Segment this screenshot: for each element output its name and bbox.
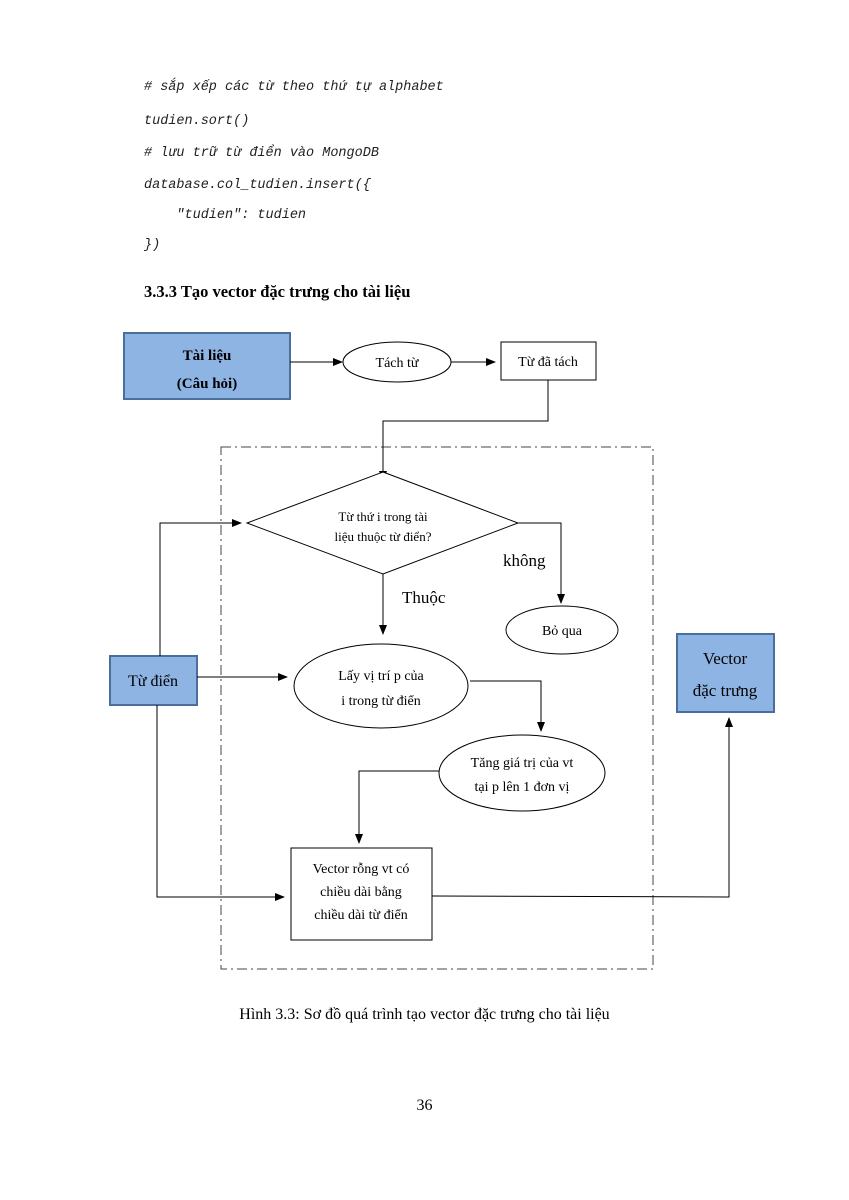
vector-rong-box: Vector rỗng vt có chiều dài bằng chiều d…: [290, 847, 433, 941]
thuoc-label: Thuộc: [402, 588, 446, 607]
code-line-5: "tudien": tudien: [144, 208, 307, 223]
tach-tu-label: Tách từ: [376, 356, 419, 371]
vector-rong-line2: chiều dài bằng: [320, 885, 402, 900]
tang-gia-tri-ellipse: Tăng giá trị của vt tại p lên 1 đơn vị: [438, 734, 606, 812]
code-line-6: }): [144, 238, 161, 253]
tu-dien-label: Từ điển: [128, 673, 178, 690]
tu-da-tach-box: Từ đã tách: [500, 341, 597, 381]
tai-lieu-sublabel: (Câu hỏi): [177, 376, 237, 392]
figure-caption: Hình 3.3: Sơ đồ quá trình tạo vector đặc…: [239, 1006, 610, 1023]
decision-label-line1: Từ thứ i trong tài: [338, 509, 428, 524]
lay-vi-tri-line1: Lấy vị trí p của: [338, 669, 424, 684]
tang-gia-tri-line1: Tăng giá trị của vt: [471, 756, 574, 771]
bo-qua-ellipse: Bỏ qua: [505, 605, 619, 655]
khong-label: không: [503, 551, 546, 570]
vector-rong-line3: chiều dài từ điển: [314, 908, 408, 923]
code-line-4: database.col_tudien.insert({: [144, 178, 371, 193]
tang-gia-tri-line2: tại p lên 1 đơn vị: [475, 780, 570, 795]
code-line-2: tudien.sort(): [144, 114, 250, 129]
page-number: 36: [416, 1097, 433, 1114]
lay-vi-tri-line2: i trong từ điển: [341, 694, 421, 709]
tach-tu-ellipse: Tách từ: [342, 341, 452, 383]
lay-vi-tri-ellipse: Lấy vị trí p của i trong từ điển: [293, 643, 469, 729]
code-line-1: # sắp xếp các từ theo thứ tự alphabet: [144, 80, 444, 95]
vector-dac-trung-line1: Vector: [703, 649, 748, 668]
tu-dien-box: Từ điển: [109, 655, 198, 706]
vector-rong-line1: Vector rỗng vt có: [313, 862, 410, 877]
section-heading: 3.3.3 Tạo vector đặc trưng cho tài liệu: [144, 282, 411, 301]
tai-lieu-label: Tài liệu: [183, 348, 232, 364]
decision-label-line2: liệu thuộc từ điển?: [335, 529, 432, 544]
code-line-3: # lưu trữ từ điển vào MongoDB: [144, 146, 379, 161]
tai-lieu-box: Tài liệu (Câu hỏi): [123, 332, 291, 400]
vector-dac-trung-box: Vector đặc trưng: [676, 633, 775, 713]
process-boundary: [220, 446, 654, 970]
bo-qua-label: Bỏ qua: [542, 624, 583, 639]
decision-diamond: Từ thứ i trong tài liệu thuộc từ điển?: [245, 471, 520, 575]
flowchart-diagram: Tài liệu (Câu hỏi) Tách từ Từ đã tách Từ…: [109, 332, 775, 970]
vector-dac-trung-line2: đặc trưng: [693, 681, 758, 700]
tu-da-tach-label: Từ đã tách: [518, 355, 578, 370]
